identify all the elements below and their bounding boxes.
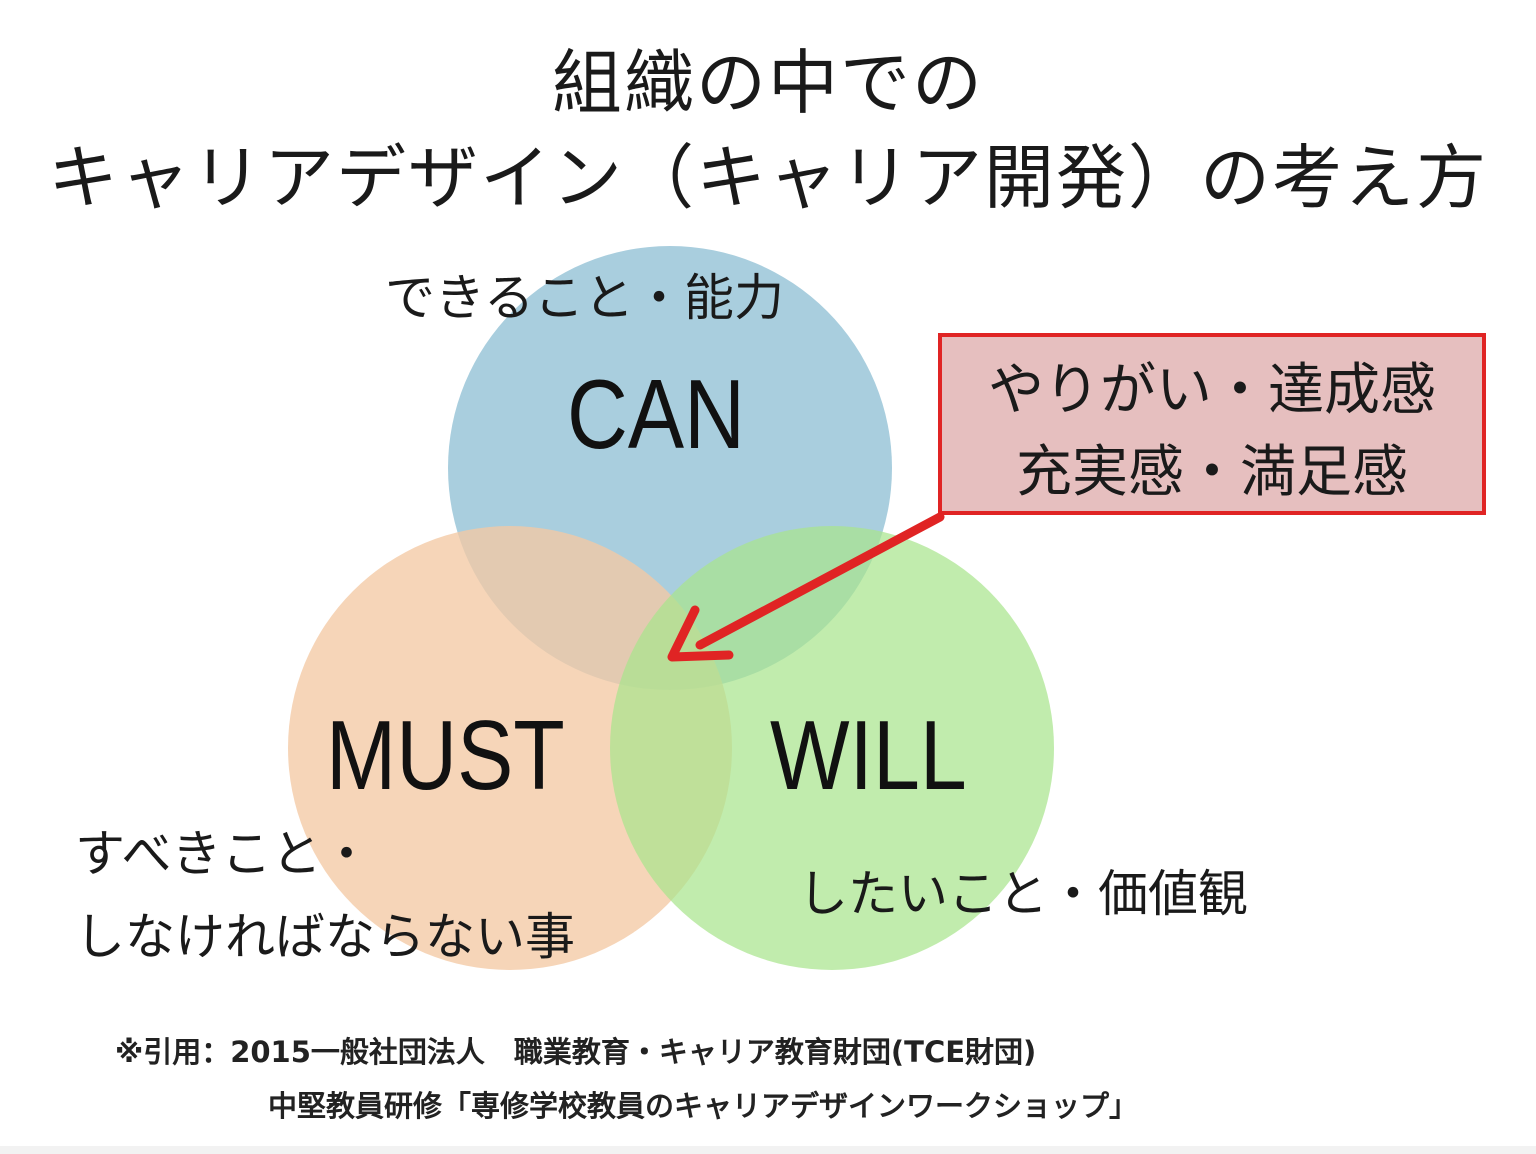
bottom-divider [0, 1146, 1536, 1154]
citation-line-1: ※引用：2015一般社団法人 職業教育・キャリア教育財団(TCE財団) [115, 1035, 1037, 1069]
can-label: CAN [567, 359, 745, 469]
will-description: したいこと・価値観 [798, 865, 1248, 923]
must-description-line-1: すべきこと・ [75, 825, 372, 883]
callout-arrow-head [667, 605, 734, 662]
callout-arrow-shaft [695, 512, 945, 650]
callout-text-line-1: やりがい・達成感 [988, 358, 1436, 423]
callout-box [938, 333, 1486, 515]
must-description-line-2: しなければならない事 [75, 908, 575, 966]
will-label: WILL [770, 700, 967, 810]
diagram-title-line-2: キャリアデザイン（キャリア開発）の考え方 [48, 137, 1488, 219]
must-circle [288, 526, 732, 970]
citation-line-2: 中堅教員研修「専修学校教員のキャリアデザインワークショップ」 [268, 1089, 1139, 1123]
diagram-title-line-1: 組織の中での [552, 42, 984, 124]
callout-text-line-2: 充実感・満足感 [1016, 440, 1408, 505]
must-label: MUST [326, 700, 565, 810]
can-description: できること・能力 [385, 269, 784, 327]
